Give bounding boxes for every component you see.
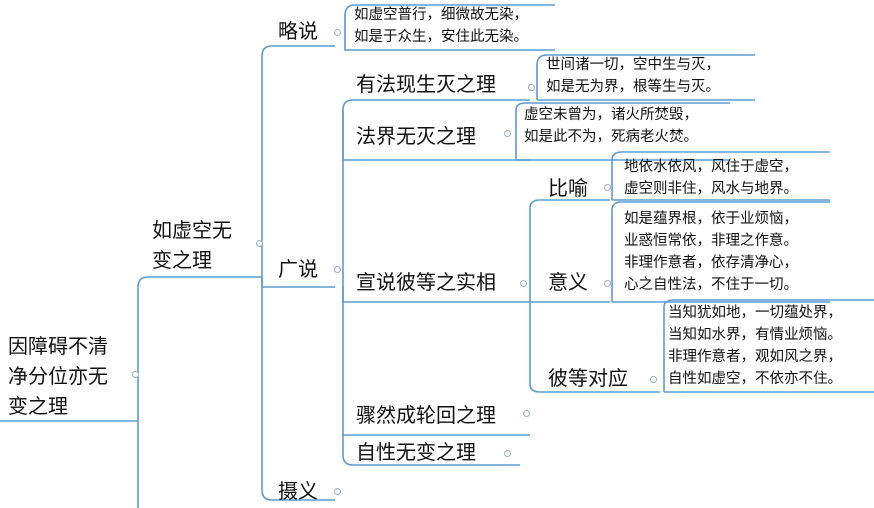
meaning-dot — [604, 280, 611, 287]
correspondence-leaf-line-4: 自性如虚空，不依亦不住。 — [668, 371, 842, 387]
brief-leaf: 如虚空普行，细微故无染， 如是于众生，安住此无染。 — [354, 4, 528, 48]
meaning-leaf-line-4: 心之自性法，不住于一切。 — [624, 277, 798, 293]
nature-node: 自性无变之理 — [356, 440, 476, 464]
metaphor-dot — [604, 184, 611, 191]
meaning-leaf-line-2: 业惑恒常依，非理之作意。 — [624, 233, 798, 249]
level1-dot — [256, 240, 263, 247]
reality-dot — [520, 280, 527, 287]
meaning-node: 意义 — [548, 270, 588, 294]
level1-line-2: 变之理 — [152, 248, 212, 272]
root-line-3: 变之理 — [8, 394, 68, 418]
meaning-leaf-line-3: 非理作意者，依存清净心， — [624, 255, 798, 271]
dharmadhatu-leaf-line-1: 虚空未曾为，诸火所焚毁， — [524, 107, 698, 123]
level1-node: 如虚空无 变之理 — [152, 215, 232, 275]
reality-node: 宣说彼等之实相 — [356, 270, 496, 294]
samsara-node: 骤然成轮回之理 — [356, 403, 496, 427]
dharmadhatu-node: 法界无灭之理 — [356, 124, 476, 148]
arising-dot — [528, 84, 535, 91]
arising-leaf: 世间诸一切，空中生与灭， 如是无为界，根等生与灭。 — [546, 54, 720, 98]
root-line-2: 净分位亦无 — [8, 364, 108, 388]
correspondence-dot — [650, 376, 657, 383]
arising-leaf-line-2: 如是无为界，根等生与灭。 — [546, 79, 720, 95]
correspondence-leaf-line-3: 非理作意者，观如风之界， — [668, 349, 842, 365]
correspondence-leaf: 当知犹如地，一切蕴处界， 当知如水界，有情业烦恼。 非理作意者，观如风之界， 自… — [668, 302, 842, 390]
meaning-leaf: 如是蕴界根，依于业烦恼， 业惑恒常依，非理之作意。 非理作意者，依存清净心， 心… — [624, 208, 798, 296]
correspondence-leaf-line-2: 当知如水界，有情业烦恼。 — [668, 327, 842, 343]
root-line-1: 因障碍不清 — [8, 334, 108, 358]
arising-node: 有法现生灭之理 — [356, 72, 496, 96]
brief-leaf-line-1: 如虚空普行，细微故无染， — [354, 7, 528, 23]
root-node: 因障碍不清 净分位亦无 变之理 — [8, 331, 108, 421]
correspondence-leaf-line-1: 当知犹如地，一切蕴处界， — [668, 305, 842, 321]
wide-dot — [334, 266, 341, 273]
wide-node: 广说 — [278, 257, 318, 281]
root-dot — [132, 371, 139, 378]
summary-node: 摄义 — [278, 479, 318, 503]
summary-dot — [334, 488, 341, 495]
nature-dot — [504, 450, 511, 457]
arising-leaf-line-1: 世间诸一切，空中生与灭， — [546, 57, 720, 73]
dharmadhatu-leaf: 虚空未曾为，诸火所焚毁， 如是此不为，死病老火焚。 — [524, 104, 698, 148]
metaphor-leaf-line-2: 虚空则非住，风水与地界。 — [624, 181, 798, 197]
metaphor-leaf: 地依水依风，风住于虚空， 虚空则非住，风水与地界。 — [624, 156, 798, 200]
metaphor-leaf-line-1: 地依水依风，风住于虚空， — [624, 159, 798, 175]
metaphor-node: 比喻 — [548, 176, 588, 200]
meaning-leaf-line-1: 如是蕴界根，依于业烦恼， — [624, 211, 798, 227]
dharmadhatu-dot — [504, 130, 511, 137]
brief-leaf-line-2: 如是于众生，安住此无染。 — [354, 29, 528, 45]
level1-line-1: 如虚空无 — [152, 218, 232, 242]
dharmadhatu-leaf-line-2: 如是此不为，死病老火焚。 — [524, 129, 698, 145]
correspondence-node: 彼等对应 — [548, 366, 628, 390]
brief-dot — [334, 29, 341, 36]
brief-node: 略说 — [278, 19, 318, 43]
samsara-dot — [523, 410, 530, 417]
